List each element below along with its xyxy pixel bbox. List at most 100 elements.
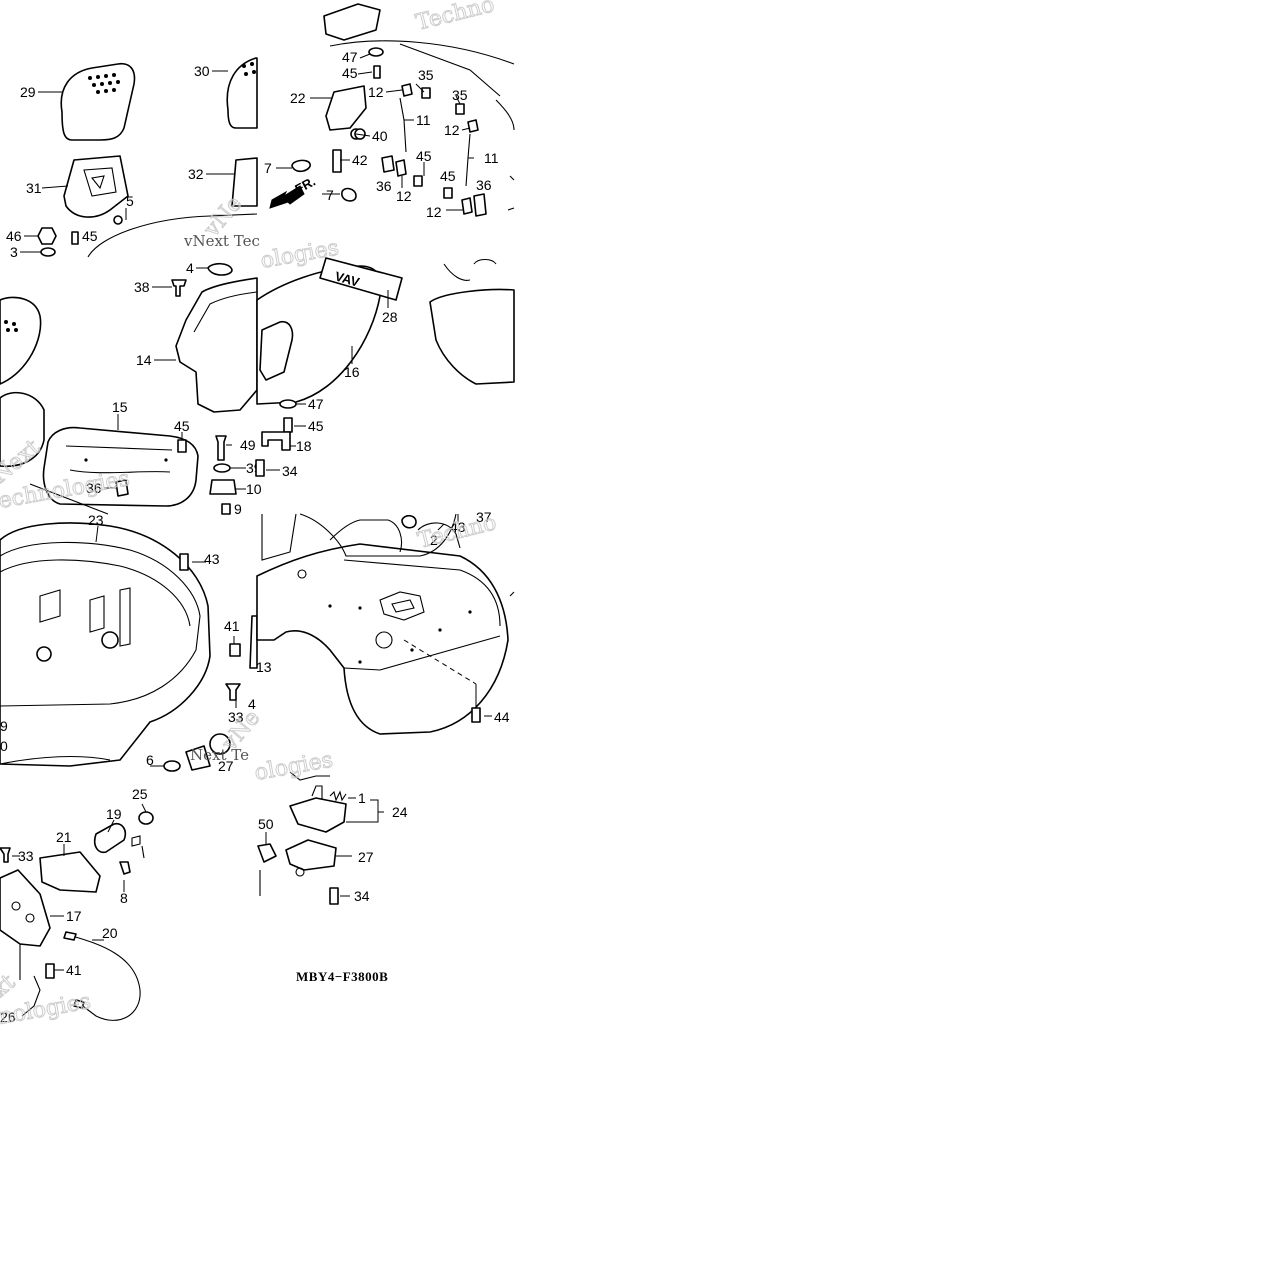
part-17-plate [0, 869, 51, 947]
callout-27: 27 [218, 758, 234, 774]
callout-14: 14 [136, 352, 152, 368]
part-49-bolt [215, 435, 227, 461]
callout-25: 25 [132, 786, 148, 802]
callout-41: 41 [66, 962, 82, 978]
part-38-bolt [171, 279, 187, 297]
part-21-bracket [39, 851, 101, 893]
callout-23: 23 [88, 512, 104, 528]
part-27-lock [209, 733, 231, 755]
svg-text:Techno: Techno [415, 510, 499, 554]
callout-7: 7 [326, 187, 334, 203]
callout-41: 41 [224, 618, 240, 634]
callout-3: 3 [10, 244, 18, 260]
part-25-nut [138, 811, 154, 825]
part-44-screw [471, 707, 481, 723]
callout-1: 1 [358, 790, 366, 806]
callout-45: 45 [308, 418, 324, 434]
callout-21: 21 [56, 829, 72, 845]
part-40-bolt [354, 128, 366, 140]
part-43-screw [179, 553, 189, 571]
callout-45: 45 [82, 228, 98, 244]
part-14-inner-case [175, 277, 258, 413]
part-11-stay-b [465, 133, 471, 187]
svg-text:Next Te: Next Te [190, 746, 249, 764]
part-45-screw [71, 231, 79, 245]
part-34-screw [255, 459, 265, 477]
part-1-spring [329, 790, 347, 802]
callout-7: 7 [264, 160, 272, 176]
svg-text:nologies: nologies [0, 989, 93, 1030]
case-top-outline [87, 213, 258, 258]
callout-47: 47 [308, 396, 324, 412]
callout-26: 26 [0, 1009, 16, 1025]
callout-12: 12 [426, 204, 442, 220]
callout-6: 6 [146, 752, 154, 768]
callout-34: 34 [282, 463, 298, 479]
part-31-bracket [63, 155, 129, 218]
tile-bottom-right [257, 771, 384, 905]
callout-45: 45 [440, 168, 456, 184]
callout-38: 38 [134, 279, 150, 295]
part-19-lock-cylinder [93, 822, 127, 854]
part-45-screw-c [283, 417, 293, 433]
part-11-stay-a [399, 97, 407, 153]
part-29-vent-holes [88, 73, 120, 94]
part-24-latch [289, 797, 347, 833]
callout-43: 43 [450, 519, 466, 535]
part-20-cable [71, 935, 141, 1021]
callout-0: 0 [0, 738, 8, 754]
callout-31: 31 [26, 180, 42, 196]
tile-top-right: FR. [269, 3, 515, 217]
seat-pad-partial [0, 296, 42, 385]
part-36-clip-b [473, 193, 487, 217]
callout-45: 45 [342, 65, 358, 81]
case-right-partial [429, 288, 515, 385]
part-45-screw-b [177, 439, 187, 453]
part-33-bolt [225, 683, 241, 701]
callout-35: 35 [452, 87, 468, 103]
callout-37: 37 [476, 509, 492, 525]
part-30-vent-holes [242, 62, 256, 76]
part-28-emblem [319, 257, 403, 301]
part-41-screw-b [45, 963, 55, 979]
part-7-cap-a [291, 159, 311, 173]
tile-middle-right-labels: 28 16 47 45 18 34 [282, 309, 398, 479]
callout-47: 47 [342, 49, 358, 65]
tile-bottom-left [0, 803, 154, 1021]
part-6-washer [163, 760, 181, 772]
part-18-bracket [261, 431, 291, 451]
tile-bottom-left-labels: 19 25 33 21 8 17 20 41 26 [0, 786, 148, 1025]
callout-11: 11 [416, 112, 431, 128]
callout-20: 20 [102, 925, 118, 941]
callout-36: 36 [476, 177, 492, 193]
callout-15: 15 [112, 399, 128, 415]
callout-22: 22 [290, 90, 306, 106]
part-27-catch [285, 839, 337, 871]
part-47-washer-b [279, 399, 297, 409]
svg-text:Techno: Techno [413, 0, 497, 36]
tile-top-left-labels: 29 30 31 32 5 46 45 3 [6, 63, 210, 260]
callout-24: 24 [392, 804, 408, 820]
callout-8: 8 [120, 890, 128, 906]
case-lid-outline [329, 40, 515, 65]
part-39-washer [213, 463, 231, 473]
callout-9: 9 [0, 718, 8, 734]
callout-43: 43 [204, 551, 220, 567]
part-41-screw [229, 643, 241, 657]
callout-29: 29 [20, 84, 36, 100]
svg-text:xt: xt [0, 970, 20, 1003]
part-47-washer [368, 47, 384, 57]
tile-top-left [20, 57, 258, 258]
callout-4: 4 [248, 696, 256, 712]
bracket-partial [0, 391, 45, 468]
callout-2: 2 [430, 532, 438, 548]
part-45-screw-a [373, 65, 381, 79]
tile-lower-right-labels: 2 43 37 44 [430, 509, 510, 725]
part-8-clip [119, 861, 131, 875]
callout-18: 18 [296, 438, 312, 454]
hinge-plate-top [323, 3, 381, 41]
tile-lower-left [0, 522, 258, 772]
callout-5: 5 [126, 193, 134, 209]
part-4-cap [207, 262, 233, 276]
part-22-hinge [325, 85, 367, 131]
